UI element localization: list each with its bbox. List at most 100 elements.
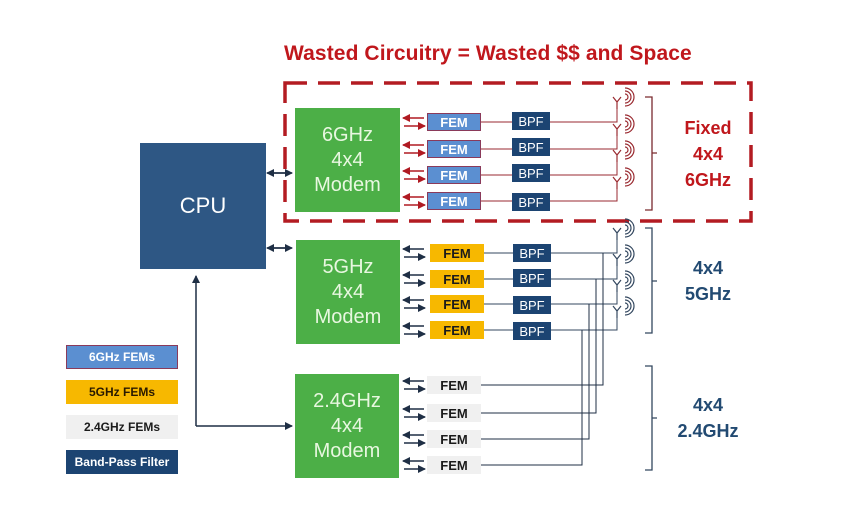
modem-line: 4x4 (331, 148, 364, 171)
radio-wave-icon (624, 170, 632, 184)
bpf-6ghz: BPF (512, 164, 550, 182)
fem-24ghz-antenna-wire (481, 253, 604, 386)
modem-line: 5GHz (322, 255, 374, 278)
bpf-6ghz: BPF (512, 112, 550, 130)
radio-wave-icon (624, 273, 632, 287)
wasted-circuitry-box (283, 81, 753, 223)
fem-24ghz-antenna-wire (481, 304, 590, 440)
fem-5ghz: FEM (430, 295, 484, 313)
radio-wave-icon (624, 224, 629, 232)
bracket-6ghz (645, 96, 657, 211)
radio-wave-icon (624, 140, 635, 160)
legend-5ghz-fems: 5GHz FEMs (66, 380, 178, 404)
antenna-icon (612, 96, 622, 109)
bpf-antenna-wire (551, 240, 618, 254)
bpf-antenna-wire (550, 109, 618, 123)
radio-wave-icon (624, 167, 635, 187)
radio-wave-icon (624, 114, 635, 134)
bpf-5ghz: BPF (513, 269, 551, 287)
bpf-5ghz: BPF (513, 296, 551, 314)
band-label-5ghz: 4x4 5GHz (668, 255, 748, 307)
fem-5ghz: FEM (430, 244, 484, 262)
legend-band-pass-filter: Band-Pass Filter (66, 450, 178, 474)
radio-wave-icon (624, 173, 629, 181)
fem-6ghz: FEM (427, 113, 481, 131)
radio-wave-icon (624, 276, 629, 284)
radio-wave-icon (624, 250, 629, 258)
cpu-label: CPU (179, 193, 227, 218)
band-label-line: 4x4 (692, 144, 724, 164)
band-label-line: 6GHz (684, 170, 731, 190)
modem-5ghz: 5GHz 4x4 Modem (296, 240, 400, 344)
radio-wave-icon (624, 299, 632, 313)
radio-wave-icon (624, 146, 629, 154)
antenna-icon (612, 123, 622, 136)
bpf-antenna-wire (550, 162, 618, 176)
bpf-antenna-wire (551, 318, 618, 331)
modem-line: 4x4 (330, 414, 364, 437)
fem-24ghz-antenna-wire (481, 279, 597, 414)
modem-24ghz: 2.4GHz 4x4 Modem (295, 374, 399, 478)
band-label-6ghz: Fixed 4x4 6GHz (668, 115, 748, 193)
cpu-block: CPU (140, 143, 266, 269)
band-label-line: 5GHz (684, 284, 731, 304)
fem-24ghz: FEM (427, 376, 481, 394)
fem-24ghz-antenna-wire (481, 330, 583, 466)
radio-wave-icon (624, 120, 629, 128)
modem-line: Modem (314, 173, 381, 196)
legend-24ghz-fems: 2.4GHz FEMs (66, 415, 178, 439)
radio-wave-icon (624, 244, 635, 264)
band-label-line: 2.4GHz (677, 421, 739, 441)
antenna-icon (612, 305, 622, 318)
antenna-icon (612, 149, 622, 162)
bpf-antenna-wire (551, 266, 618, 280)
bpf-antenna-wire (551, 292, 618, 305)
antenna-icon (612, 176, 622, 189)
bpf-5ghz: BPF (513, 322, 551, 340)
modem-line: 6GHz (321, 123, 374, 146)
fem-6ghz: FEM (427, 140, 481, 158)
fem-5ghz: FEM (430, 270, 484, 288)
legend-6ghz-fems: 6GHz FEMs (66, 345, 178, 369)
radio-wave-icon (624, 87, 635, 107)
radio-wave-icon (624, 143, 632, 157)
modem-line: Modem (314, 305, 382, 328)
bpf-6ghz: BPF (512, 138, 550, 156)
bpf-antenna-wire (550, 189, 618, 202)
band-label-line: Fixed (684, 118, 732, 138)
fem-24ghz: FEM (427, 456, 481, 474)
bracket-5ghz (645, 227, 657, 334)
fem-6ghz: FEM (427, 192, 481, 210)
page-title: Wasted Circuitry = Wasted $$ and Space (284, 42, 692, 65)
bpf-antenna-wire (550, 136, 618, 150)
radio-wave-icon (624, 218, 635, 238)
fem-6ghz: FEM (427, 166, 481, 184)
radio-wave-icon (624, 221, 632, 235)
fem-5ghz: FEM (430, 321, 484, 339)
bpf-5ghz: BPF (513, 244, 551, 262)
radio-wave-icon (624, 247, 632, 261)
modem-line: Modem (313, 439, 381, 462)
radio-wave-icon (624, 90, 632, 104)
radio-wave-icon (624, 302, 629, 310)
radio-wave-icon (624, 296, 635, 316)
antenna-icon (612, 253, 622, 266)
antenna-icon (612, 227, 622, 240)
cpu-24ghz-link (192, 275, 293, 430)
band-label-line: 4x4 (692, 395, 724, 415)
radio-wave-icon (624, 270, 635, 290)
bpf-6ghz: BPF (512, 193, 550, 211)
modem-line: 4x4 (331, 280, 365, 303)
band-label-24ghz: 4x4 2.4GHz (668, 392, 748, 444)
fem-24ghz: FEM (427, 404, 481, 422)
radio-wave-icon (624, 93, 629, 101)
band-label-line: 4x4 (692, 258, 724, 278)
fem-24ghz: FEM (427, 430, 481, 448)
modem-6ghz: 6GHz 4x4 Modem (295, 108, 400, 212)
radio-wave-icon (624, 117, 632, 131)
bracket-24ghz (645, 365, 657, 471)
modem-line: 2.4GHz (313, 389, 381, 412)
antenna-icon (612, 279, 622, 292)
